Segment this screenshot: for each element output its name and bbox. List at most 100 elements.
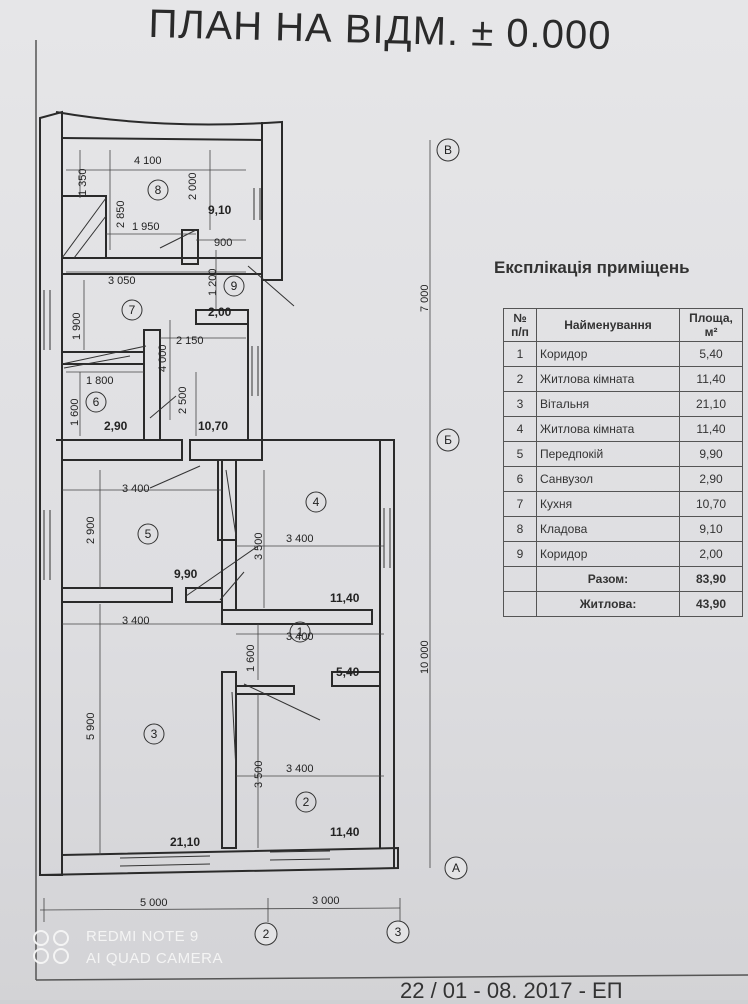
axis-label-v: В [444,143,452,157]
room-number-6: 6 [93,395,100,409]
explication-title: Експлікація приміщень [494,258,690,277]
dim-3050: 3 050 [108,275,136,287]
axis-label-3: 3 [395,925,402,939]
dim-2150: 2 150 [176,335,204,347]
dim-1200: 1 200 [207,268,219,296]
dim-5000: 5 000 [140,897,168,909]
dim-2900: 2 900 [85,516,97,544]
row-num: 9 [503,541,537,567]
row-num: 6 [503,466,537,492]
area-room-6: 2,90 [104,419,128,433]
dim-1600-r1: 1 600 [245,644,257,672]
row-num: 7 [503,491,537,517]
total-row: Разом:83,90 [503,566,743,592]
total-value: 83,90 [679,566,743,592]
row-name: Житлова кімната [536,366,680,392]
door-swings [61,197,321,771]
row-area: 11,40 [679,416,743,442]
row-name: Санвузол [536,466,680,492]
room-numbers: 8 9 7 6 5 4 1 3 2 [93,183,320,809]
dim-10000: 10 000 [419,640,431,674]
dim-2850: 2 850 [115,200,127,228]
row-num: 1 [503,341,537,367]
watermark-line-2: AI QUAD CAMERA [86,950,224,967]
row-name: Коридор [536,341,680,367]
axis-label-a: А [452,861,460,875]
area-room-8: 9,10 [208,203,232,217]
row-name: Житлова кімната [536,416,680,442]
total-label: Разом: [536,566,680,592]
room-number-7: 7 [129,303,136,317]
row-name: Кухня [536,491,680,517]
room-number-3: 3 [151,727,158,741]
row-num: 2 [503,366,537,392]
dim-3400-hall: 3 400 [122,483,150,495]
row-name: Кладова [536,516,680,542]
dim-1600: 1 600 [69,398,81,426]
row-num: 3 [503,391,537,417]
living-row: Житлова:43,90 [503,591,743,617]
area-room-3: 21,10 [170,835,200,849]
living-value: 43,90 [679,591,743,617]
area-room-2: 11,40 [330,825,360,839]
room-number-4: 4 [313,495,320,509]
dim-3500-r4: 3 500 [253,532,265,560]
row-area: 21,10 [679,391,743,417]
room-number-5: 5 [145,527,152,541]
row-name: Коридор [536,541,680,567]
header-name: Найменування [536,308,680,342]
room-number-8: 8 [155,183,162,197]
dim-1950: 1 950 [132,221,160,233]
watermark-line-1: REDMI NOTE 9 [86,928,199,945]
row-area: 9,10 [679,516,743,542]
room-number-9: 9 [231,279,238,293]
row-name: Вітальня [536,391,680,417]
row-area: 2,90 [679,466,743,492]
axis-label-b: Б [444,433,452,447]
dim-3000: 3 000 [312,895,340,907]
row-num: 5 [503,441,537,467]
row-num: 8 [503,516,537,542]
dim-5900: 5 900 [85,712,97,740]
interior-walls [61,195,381,849]
axis-labels: В Б А 2 3 [263,143,460,941]
dim-3500-r2: 3 500 [253,760,265,788]
dim-2000: 2 000 [187,172,199,200]
row-area: 9,90 [679,441,743,467]
dim-1350: 1 350 [77,168,89,196]
row-area: 5,40 [679,341,743,367]
dim-7000: 7 000 [419,284,431,312]
dim-1900: 1 900 [71,312,83,340]
room-areas: 9,10 2,00 2,90 10,70 9,90 11,40 5,40 21,… [104,203,360,849]
camera-watermark: REDMI NOTE 9 AI QUAD CAMERA [30,926,270,972]
header-num: № п/п [503,308,537,342]
dimension-texts: 4 100 1 350 2 850 2 000 1 950 900 1 200 … [69,155,431,909]
outer-walls [39,110,399,876]
dim-3400-r4: 3 400 [286,533,314,545]
row-name: Передпокій [536,441,680,467]
header-area: Площа, м² [679,308,743,342]
area-room-1: 5,40 [336,665,360,679]
frame-bottom-line [35,974,748,981]
row-area: 11,40 [679,366,743,392]
dim-3400-r3: 3 400 [122,615,150,627]
living-label: Житлова: [536,591,680,617]
room-number-2: 2 [303,795,310,809]
row-area: 2,00 [679,541,743,567]
row-num: 4 [503,416,537,442]
dim-3400-r2: 3 400 [286,763,314,775]
area-room-7: 10,70 [198,419,228,433]
axis-label-2: 2 [263,927,270,941]
room-markers [85,179,327,813]
area-room-5: 9,90 [174,567,198,581]
